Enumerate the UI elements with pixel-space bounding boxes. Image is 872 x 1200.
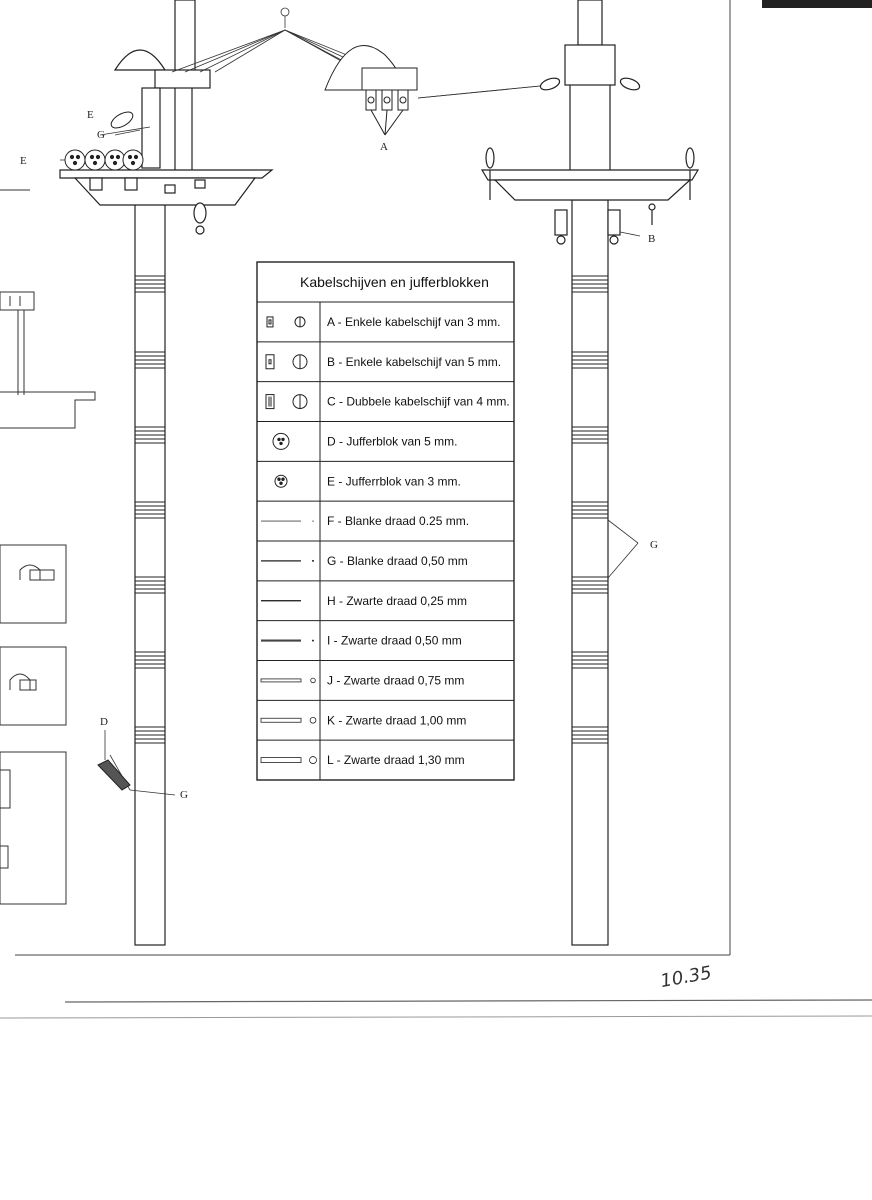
top-block-assembly <box>324 45 418 136</box>
legend-row-text: H - Zwarte draad 0,25 mm <box>327 594 467 608</box>
paper-edge-bottom-2 <box>0 1015 872 1019</box>
legend-row-text: A - Enkele kabelschijf van 3 mm. <box>327 315 500 329</box>
legend-row-text: F - Blanke draad 0.25 mm. <box>327 514 469 528</box>
single-block-large-icon <box>265 354 308 370</box>
left-mast <box>59 0 274 946</box>
legend-row-text: G - Blanke draad 0,50 mm <box>327 554 468 568</box>
line-thin-icon <box>261 520 314 522</box>
right-g-pointer <box>607 519 639 579</box>
right-mast <box>480 0 700 946</box>
deadeye-d-drawing <box>97 759 131 791</box>
double-block-icon <box>265 394 308 410</box>
right-mast-bands <box>572 275 608 744</box>
legend-row-text: K - Zwarte draad 1,00 mm <box>327 713 466 727</box>
label-d: D <box>100 716 108 728</box>
right-b-pointer <box>619 231 641 237</box>
scan-shadow-top-right <box>762 0 872 8</box>
line-medium-icon <box>261 559 314 562</box>
legend-row-text: L - Zwarte draad 1,30 mm <box>327 753 465 767</box>
paper-edge-bottom <box>64 999 872 1003</box>
deadeye-large-icon <box>272 432 290 450</box>
legend-row-text: J - Zwarte draad 0,75 mm <box>327 673 464 687</box>
left-deadeyes <box>64 111 144 171</box>
single-block-small-icon <box>266 316 306 328</box>
a-pointer <box>417 85 541 99</box>
label-g-top: G <box>97 129 105 141</box>
legend-row-text: D - Jufferblok van 5 mm. <box>327 434 458 448</box>
legend-row-text: B - Enkele kabelschijf van 5 mm. <box>327 355 501 369</box>
line-black-130-icon <box>260 756 317 764</box>
legend-row-text: E - Jufferrblok van 3 mm. <box>327 474 461 488</box>
left-partial-drawings <box>0 189 96 905</box>
legend-row-text: C - Dubbele kabelschijf van 4 mm. <box>327 395 510 409</box>
label-g-right: G <box>650 539 658 551</box>
label-g-left-bottom: G <box>180 789 188 801</box>
label-e-top: E <box>87 109 94 121</box>
label-b: B <box>648 233 655 245</box>
legend-table: Kabelschijven en jufferblokken A - Enkel… <box>256 261 515 781</box>
legend-title: Kabelschijven en jufferblokken <box>300 274 489 290</box>
line-black-075-icon <box>260 677 316 684</box>
label-e-left: E <box>20 155 27 167</box>
legend-row-text: I - Zwarte draad 0,50 mm <box>327 634 462 648</box>
left-mast-bands <box>135 275 165 744</box>
label-a: A <box>380 141 388 153</box>
line-black-100-icon <box>260 716 317 724</box>
line-black-medium-icon <box>261 639 314 642</box>
deadeye-small-icon <box>274 474 288 488</box>
